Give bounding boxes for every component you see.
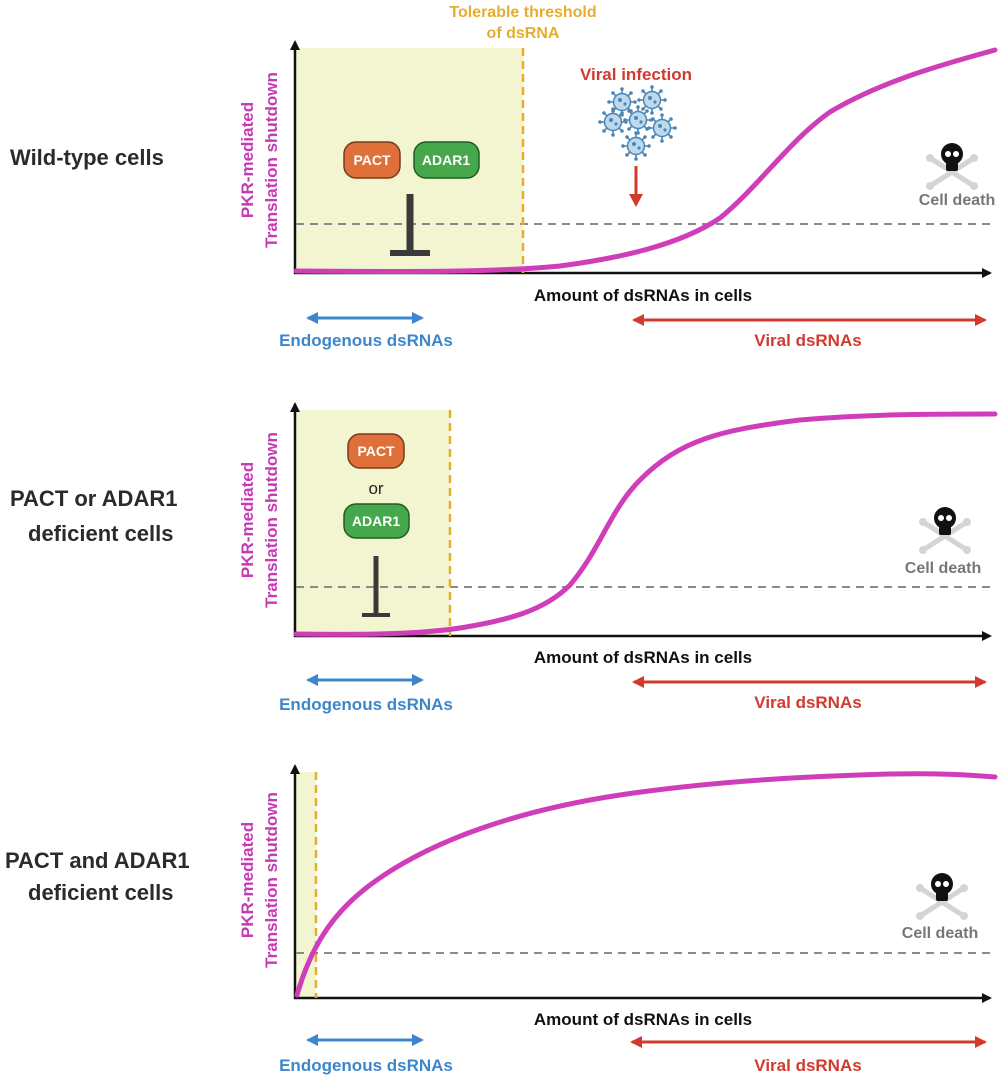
- response-curve: [294, 771, 998, 998]
- y-axis-label: Translation shutdown: [262, 72, 281, 248]
- x-axis-label: Amount of dsRNAs in cells: [534, 1010, 752, 1029]
- threshold-label: of dsRNA: [487, 25, 560, 42]
- panel-label: deficient cells: [28, 880, 174, 905]
- svg-text:ADAR1: ADAR1: [352, 513, 400, 529]
- or-label: or: [368, 479, 383, 498]
- y-axis-label: PKR-mediated: [238, 102, 257, 218]
- cell-death-label: Cell death: [905, 560, 981, 577]
- adar1-pill: ADAR1: [413, 141, 480, 179]
- skull-crossbones-icon: [926, 143, 978, 190]
- svg-text:ADAR1: ADAR1: [422, 152, 470, 168]
- panel-label: PACT or ADAR1: [10, 486, 177, 511]
- viral-label: Viral dsRNAs: [754, 693, 861, 712]
- skull-crossbones-icon: [919, 507, 971, 554]
- response-curve: [293, 411, 998, 637]
- skull-crossbones-icon: [916, 873, 968, 920]
- infection-arrow: [629, 166, 643, 207]
- viral-infection-label: Viral infection: [580, 65, 692, 84]
- viral-label: Viral dsRNAs: [754, 1056, 861, 1075]
- panel-label: deficient cells: [28, 521, 174, 546]
- tolerable-region: [296, 772, 316, 997]
- cell-death-label: Cell death: [919, 192, 995, 209]
- x-axis-label: Amount of dsRNAs in cells: [534, 648, 752, 667]
- svg-text:PACT: PACT: [353, 152, 391, 168]
- panel-single-deficient: PACT or ADAR1 deficient cells PKR-mediat…: [10, 402, 998, 714]
- adar1-pill: ADAR1: [343, 503, 410, 539]
- virus-icon: [597, 84, 678, 162]
- endogenous-label: Endogenous dsRNAs: [279, 695, 453, 714]
- panel-label: Wild-type cells: [10, 145, 164, 170]
- cell-death-label: Cell death: [902, 925, 978, 942]
- panel-label: PACT and ADAR1: [5, 848, 190, 873]
- response-curve: [293, 47, 998, 274]
- x-axis-label: Amount of dsRNAs in cells: [534, 286, 752, 305]
- svg-text:PACT: PACT: [357, 443, 395, 459]
- pact-pill: PACT: [343, 141, 401, 179]
- endogenous-label: Endogenous dsRNAs: [279, 331, 453, 350]
- y-axis-label: PKR-mediated: [238, 822, 257, 938]
- threshold-label: Tolerable threshold: [449, 4, 596, 21]
- pact-pill: PACT: [347, 433, 405, 469]
- inhibition-symbol: [362, 556, 390, 617]
- panel-double-deficient: PACT and ADAR1 deficient cells PKR-media…: [5, 764, 998, 1075]
- y-axis-label: Translation shutdown: [262, 792, 281, 968]
- viral-label: Viral dsRNAs: [754, 331, 861, 350]
- y-axis-label: Translation shutdown: [262, 432, 281, 608]
- inhibition-symbol: [390, 194, 430, 256]
- y-axis-label: PKR-mediated: [238, 462, 257, 578]
- panel-wild-type: Wild-type cells PKR-mediated Translation…: [10, 4, 998, 350]
- endogenous-label: Endogenous dsRNAs: [279, 1056, 453, 1075]
